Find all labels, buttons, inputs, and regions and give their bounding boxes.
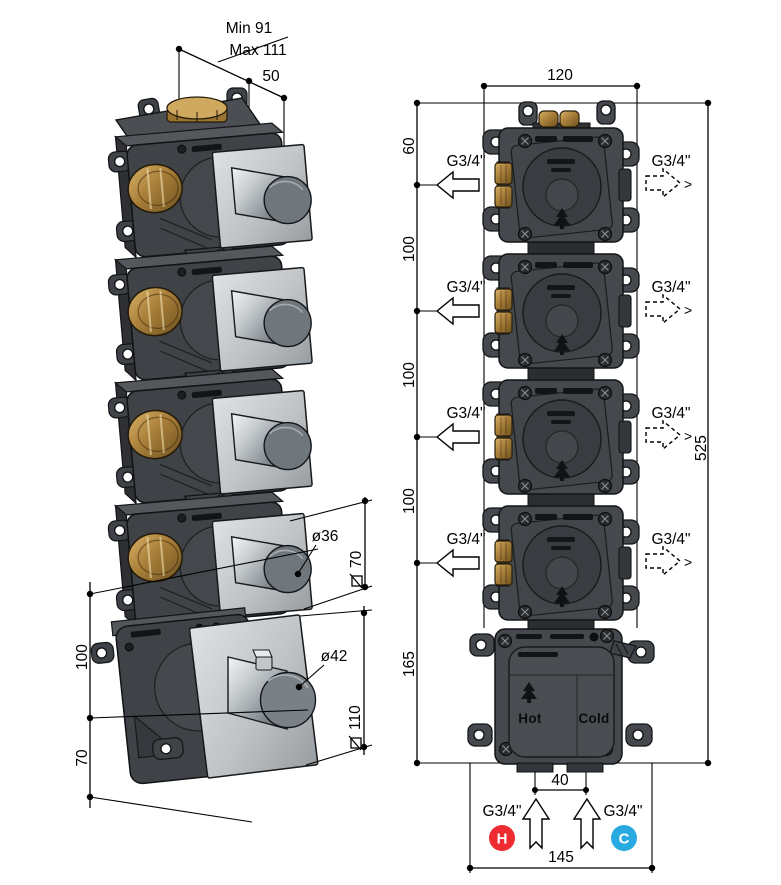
dim-label-inlet-pitch: 40 <box>551 772 569 789</box>
dim-label-width: 120 <box>547 67 573 84</box>
port-annotation-4: G3/4" G3/4" > <box>435 531 692 578</box>
outlet-arrow-right-1-icon <box>645 167 682 199</box>
port-annotation-3: G3/4" G3/4" > <box>435 405 692 452</box>
hot-badge-letter: H <box>497 831 508 848</box>
dim-large-knob: ø42 110 <box>295 606 373 766</box>
dim-label-total-height: 525 <box>693 435 710 461</box>
chevron-4: > <box>684 554 692 570</box>
dim-label-inlet-span: 145 <box>548 849 574 866</box>
outlet-arrow-right-4-icon <box>645 545 682 577</box>
corner-bracket <box>609 640 637 659</box>
valve-module-3d-1 <box>107 120 317 272</box>
square-symbol-icon <box>348 735 362 751</box>
thermostat-module-3d <box>90 607 319 785</box>
port-label-right-4: G3/4" <box>651 531 690 548</box>
chevron-2: > <box>684 302 692 318</box>
valve-module-3d-2 <box>107 243 317 395</box>
hot-inlet-stub <box>516 762 554 773</box>
supply-label-hot: G3/4" <box>482 803 521 820</box>
outlet-arrow-right-2-icon <box>645 293 682 325</box>
cold-embossed-label: Cold <box>578 711 609 726</box>
dim-label-top: 60 <box>401 137 418 155</box>
dim-label-pitch-3: 100 <box>401 488 418 514</box>
valve-module-1 <box>483 128 639 242</box>
port-label-left-1: G3/4" <box>446 153 485 170</box>
valve-module-3d-3 <box>107 366 317 518</box>
outlet-arrow-left-4-icon <box>435 548 480 578</box>
dim-label-depth-min: Min 91 <box>226 20 273 37</box>
perspective-view: Min 91 Max 111 50 <box>74 20 373 823</box>
outlet-arrow-left-3-icon <box>435 422 480 452</box>
dim-depth: Min 91 Max 111 50 <box>175 20 289 172</box>
dim-label-small-knob: ø36 <box>312 528 339 545</box>
front-view: 120 60 100 100 100 165 525 G3/4" <box>401 67 712 873</box>
dim-label-bottom-section: 165 <box>401 651 418 677</box>
dim-label-small-plate: 70 <box>348 550 365 568</box>
valve-module-3 <box>483 380 639 494</box>
port-label-right-1: G3/4" <box>651 153 690 170</box>
dim-label-large-knob: ø42 <box>321 648 348 665</box>
port-label-right-2: G3/4" <box>651 279 690 296</box>
dim-label-pitch-1: 100 <box>401 236 418 262</box>
chevron-3: > <box>684 428 692 444</box>
dim-label-large-plate: 110 <box>347 705 364 730</box>
dim-label-knob-depth: 50 <box>262 68 280 85</box>
outlet-arrow-left-1-icon <box>435 170 480 200</box>
supply-annotation: G3/4" G3/4" H C <box>482 797 643 851</box>
port-label-left-3: G3/4" <box>446 405 485 422</box>
cold-inlet-stub <box>566 762 604 773</box>
port-annotation-1: G3/4" G3/4" > <box>435 153 692 200</box>
dim-left-chain-3d: 100 70 <box>74 548 319 823</box>
dim-label-pitch-3d: 100 <box>74 644 91 670</box>
valve-module-2 <box>483 254 639 368</box>
port-annotation-2: G3/4" G3/4" > <box>435 279 692 326</box>
dim-inlet-pitch: 40 <box>532 772 589 795</box>
port-label-left-2: G3/4" <box>446 279 485 296</box>
hot-badge <box>489 825 515 851</box>
valve-module-4 <box>483 506 639 620</box>
outlet-arrow-right-3-icon <box>645 419 682 451</box>
valve-stack-3d <box>90 87 319 785</box>
thermostat-module-front: Hot Cold <box>467 628 655 773</box>
cold-supply-arrow-icon <box>572 797 602 850</box>
hot-embossed-label: Hot <box>518 711 542 726</box>
knob-pin-3d <box>252 649 273 671</box>
square-symbol-icon <box>349 573 363 589</box>
cold-badge-letter: C <box>619 831 630 848</box>
dim-inlet-span: 145 <box>466 763 656 873</box>
dim-lines: 120 60 100 100 100 165 525 <box>401 67 712 767</box>
dim-label-depth-max: Max 111 <box>229 42 286 59</box>
top-outlet-plugs <box>518 100 616 132</box>
chevron-1: > <box>684 176 692 192</box>
outlet-arrow-left-2-icon <box>435 296 480 326</box>
dim-label-bottom-3d: 70 <box>74 749 91 767</box>
cold-badge <box>611 825 637 851</box>
dim-label-pitch-2: 100 <box>401 362 418 388</box>
port-label-left-4: G3/4" <box>446 531 485 548</box>
hot-supply-arrow-icon <box>521 797 551 850</box>
port-label-right-3: G3/4" <box>651 405 690 422</box>
supply-label-cold: G3/4" <box>603 803 642 820</box>
